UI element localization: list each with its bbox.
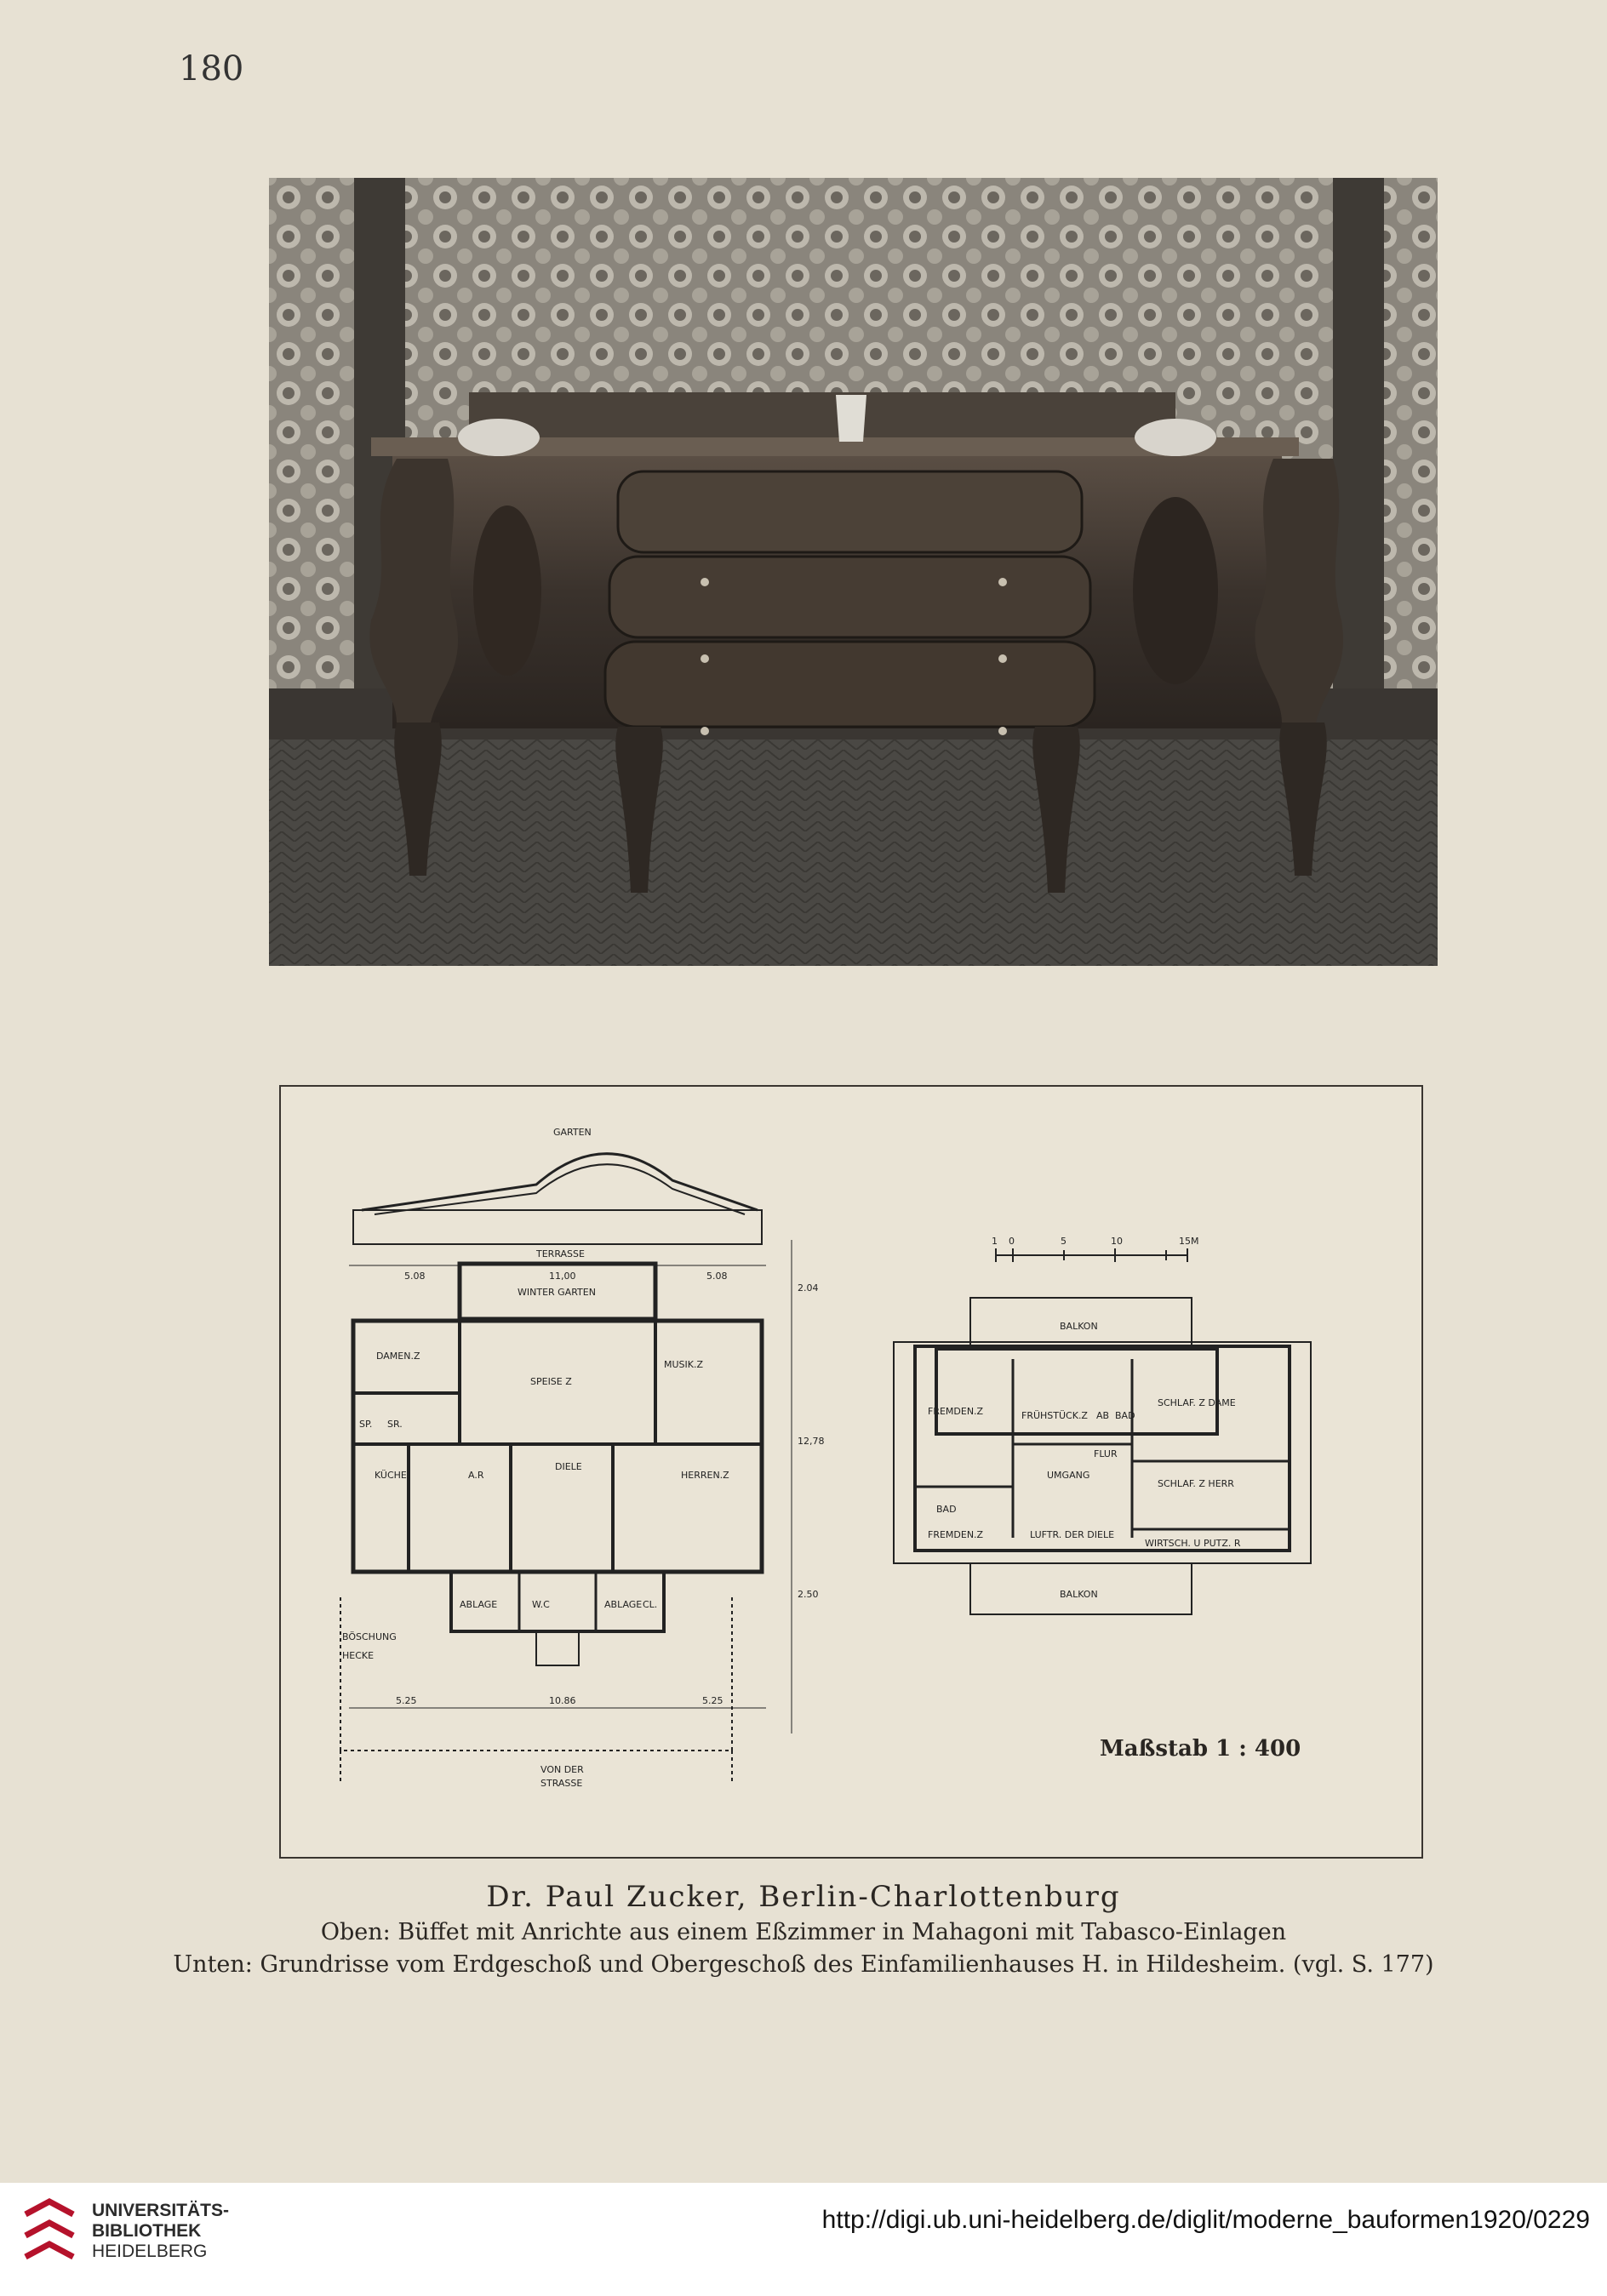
label-guest-room1: FREMDEN.Z bbox=[928, 1406, 984, 1417]
scale-tick-15: 15M bbox=[1179, 1236, 1199, 1247]
label-balcony-bottom: BALKON bbox=[1060, 1589, 1098, 1600]
label-housekeeping: WIRTSCH. U PUTZ. R bbox=[1145, 1538, 1241, 1549]
label-music-room: MUSIK.Z bbox=[664, 1359, 703, 1370]
label-bath1: BAD bbox=[1115, 1410, 1135, 1421]
page-number: 180 bbox=[179, 49, 244, 89]
label-air-space: LUFTR. DER DIELE bbox=[1030, 1529, 1114, 1540]
scale-label: Maßstab 1 : 400 bbox=[1100, 1736, 1301, 1762]
scale-tick-1: 1 bbox=[992, 1236, 998, 1247]
caption-author: Dr. Paul Zucker, Berlin-Charlottenburg bbox=[486, 1880, 1121, 1914]
label-ar: A.R bbox=[468, 1470, 484, 1481]
scale-tick-0: 0 bbox=[1009, 1236, 1015, 1247]
dim-1100: 11,00 bbox=[549, 1271, 576, 1282]
label-garden: GARTEN bbox=[553, 1127, 592, 1138]
label-from-street1: VON DER bbox=[540, 1764, 584, 1775]
buffet-photo bbox=[269, 178, 1438, 966]
label-kitchen: KÜCHE bbox=[375, 1470, 407, 1481]
label-breakfast: FRÜHSTÜCK.Z bbox=[1021, 1410, 1088, 1421]
floor-plans-frame: GARTEN TERRASSE WINTER GARTEN DAMEN.Z SP… bbox=[279, 1085, 1423, 1859]
institution-line3: HEIDELBERG bbox=[92, 2242, 208, 2261]
label-gentlemens-room: HERREN.Z bbox=[681, 1470, 729, 1481]
label-bed-gentleman: SCHLAF. Z HERR bbox=[1158, 1478, 1234, 1489]
footer-bar bbox=[0, 2183, 1607, 2296]
dim-204: 2.04 bbox=[798, 1282, 819, 1294]
label-corridor: FLUR bbox=[1094, 1448, 1118, 1459]
label-storage2: ABLAGE bbox=[604, 1599, 642, 1610]
label-winter-garden: WINTER GARTEN bbox=[518, 1287, 596, 1298]
dim-508b: 5.08 bbox=[706, 1271, 728, 1282]
label-sp2: SR. bbox=[387, 1419, 403, 1430]
label-cl: CL. bbox=[643, 1599, 657, 1610]
label-ladies-room: DAMEN.Z bbox=[376, 1351, 420, 1362]
label-dining-room: SPEISE Z bbox=[530, 1376, 572, 1387]
label-hedge: HECKE bbox=[342, 1650, 374, 1661]
label-terrace: TERRASSE bbox=[535, 1248, 585, 1259]
label-bed-lady: SCHLAF. Z DAME bbox=[1158, 1397, 1236, 1408]
label-from-street2: STRASSE bbox=[540, 1778, 582, 1789]
dim-525b: 5.25 bbox=[702, 1695, 723, 1706]
institution-line1: UNIVERSITÄTS- bbox=[92, 2201, 230, 2220]
dim-525a: 5.25 bbox=[396, 1695, 417, 1706]
source-url-link[interactable]: http://digi.ub.uni-heidelberg.de/diglit/… bbox=[821, 2206, 1590, 2234]
label-slope: BÖSCHUNG bbox=[342, 1631, 397, 1642]
university-library-logo-icon bbox=[24, 2198, 75, 2260]
label-hall: DIELE bbox=[555, 1461, 582, 1472]
label-walkway: UMGANG bbox=[1047, 1470, 1089, 1481]
scale-tick-10: 10 bbox=[1111, 1236, 1123, 1247]
buffet-illustration bbox=[269, 178, 1438, 966]
dim-1278: 12,78 bbox=[798, 1436, 825, 1447]
caption-line1: Oben: Büffet mit Anrichte aus einem Eßzi… bbox=[320, 1919, 1287, 1945]
label-guest-room2: FREMDEN.Z bbox=[928, 1529, 984, 1540]
institution-line2: BIBLIOTHEK bbox=[92, 2221, 202, 2241]
scale-tick-5: 5 bbox=[1061, 1236, 1067, 1247]
label-sp1: SP. bbox=[359, 1419, 372, 1430]
floor-plans: GARTEN TERRASSE WINTER GARTEN DAMEN.Z SP… bbox=[340, 1127, 1312, 1789]
label-storage1: ABLAGE bbox=[460, 1599, 497, 1610]
label-balcony-top: BALKON bbox=[1060, 1321, 1098, 1332]
label-bath2: BAD bbox=[936, 1504, 957, 1515]
caption-line2: Unten: Grundrisse vom Erdgeschoß und Obe… bbox=[173, 1951, 1434, 1978]
institution-name: UNIVERSITÄTS- BIBLIOTHEK HEIDELBERG bbox=[92, 2201, 229, 2262]
dim-1086: 10.86 bbox=[549, 1695, 576, 1706]
label-wc: W.C bbox=[532, 1599, 550, 1610]
label-ab: AB bbox=[1096, 1410, 1109, 1421]
dim-508a: 5.08 bbox=[404, 1271, 426, 1282]
dim-250: 2.50 bbox=[798, 1589, 819, 1600]
